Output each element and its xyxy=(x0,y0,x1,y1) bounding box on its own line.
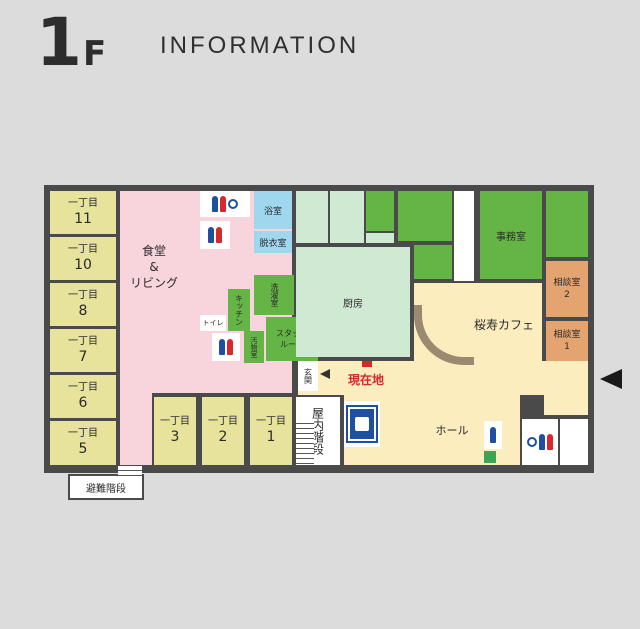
female-icon xyxy=(227,339,233,355)
restroom-small[interactable] xyxy=(212,333,240,361)
unit-number: 7 xyxy=(78,348,88,365)
room-consult-1-label: 相談室 1 xyxy=(553,330,581,352)
room-office[interactable]: 事務室 xyxy=(480,191,542,279)
room-consult-1[interactable]: 相談室 1 xyxy=(546,321,588,361)
unit-label: 一丁目 xyxy=(68,243,98,255)
restroom[interactable] xyxy=(200,221,230,249)
floor-suffix: F xyxy=(82,34,108,74)
unit-number: 3 xyxy=(170,429,180,445)
male-icon xyxy=(212,196,218,212)
unit-5[interactable]: 一丁目 5 xyxy=(50,421,116,465)
restroom-hall-green xyxy=(484,451,496,463)
unit-number: 10 xyxy=(74,256,92,273)
wheelchair-icon xyxy=(527,437,537,447)
room-consult-2[interactable]: 相談室 2 xyxy=(546,261,588,317)
unit-number: 2 xyxy=(218,429,228,445)
unit-number: 5 xyxy=(78,441,88,457)
unit-1[interactable]: 一丁目 1 xyxy=(250,397,292,465)
room-dining-label: 食堂 & リビング xyxy=(130,244,179,290)
room-storage-g xyxy=(546,191,588,257)
corridor-left xyxy=(120,393,152,465)
cafe-counter-curve xyxy=(414,305,474,365)
room-hall-label: ホール xyxy=(435,424,469,437)
room-bath[interactable]: 浴室 xyxy=(254,191,292,229)
floor-number-digit: 1 xyxy=(36,4,83,81)
male-icon xyxy=(539,434,545,450)
unit-number: 8 xyxy=(78,302,88,319)
unit-label: 一丁目 xyxy=(68,197,98,209)
male-icon xyxy=(219,339,225,355)
wheelchair-icon xyxy=(228,199,238,209)
unit-label: 一丁目 xyxy=(160,416,190,427)
room-entrance-label: 玄関 xyxy=(303,368,313,384)
corridor-right xyxy=(544,365,588,415)
restroom-accessible[interactable] xyxy=(200,191,250,217)
unit-2[interactable]: 一丁目 2 xyxy=(202,397,244,465)
stairs-steps-icon xyxy=(296,419,314,465)
evacuation-stairs-label: 避難階段 xyxy=(86,483,126,495)
you-are-here-label: 現在地 xyxy=(348,373,385,387)
room-entrance-hall[interactable] xyxy=(298,361,588,395)
room-toilet[interactable]: トイレ xyxy=(200,315,226,331)
unit-number: 1 xyxy=(266,429,276,445)
floor-number: 1F xyxy=(36,10,107,76)
room-storage-f xyxy=(414,245,452,279)
female-icon xyxy=(216,227,222,243)
unit-3[interactable]: 一丁目 3 xyxy=(154,397,196,465)
room-laundry-label: 洗濯室 xyxy=(270,283,279,307)
room-storage-c xyxy=(366,191,394,231)
unit-number: 6 xyxy=(78,394,88,411)
restroom-hall[interactable] xyxy=(484,421,502,449)
unit-label: 一丁目 xyxy=(256,416,286,427)
elevator-people-icon xyxy=(355,417,369,431)
room-staff-label: スタッフ ルーム xyxy=(276,329,308,349)
room-storage-b xyxy=(330,191,364,243)
evacuation-stairs[interactable]: 避難階段 xyxy=(68,474,144,500)
room-small-right xyxy=(560,419,588,465)
room-changing[interactable]: 脱衣室 xyxy=(254,231,292,253)
elevator-icon xyxy=(346,405,378,443)
room-kitchen[interactable]: 厨房 xyxy=(296,247,410,357)
entrance-direction-arrow-icon xyxy=(600,369,622,389)
unit-label: 一丁目 xyxy=(68,335,98,347)
evac-stairs-steps-icon xyxy=(118,466,142,476)
restroom-right-accessible[interactable] xyxy=(522,419,558,465)
room-entrance[interactable]: 玄関 xyxy=(298,361,318,391)
unit-label: 一丁目 xyxy=(208,416,238,427)
room-storage-a xyxy=(296,191,328,243)
room-dirty[interactable]: 汚物室 xyxy=(244,331,264,363)
room-kitchenette-label: キッチン xyxy=(234,294,244,326)
room-consult-2-label: 相談室 2 xyxy=(553,278,581,300)
male-icon xyxy=(208,227,214,243)
page-title: INFORMATION xyxy=(160,32,360,59)
room-kitchenette[interactable]: キッチン xyxy=(228,289,250,331)
female-icon xyxy=(547,434,553,450)
room-laundry[interactable]: 洗濯室 xyxy=(254,275,294,315)
room-storage-e xyxy=(398,191,452,241)
unit-label: 一丁目 xyxy=(68,381,98,393)
unit-number: 11 xyxy=(74,210,92,227)
elevator[interactable] xyxy=(344,401,380,447)
room-cafe-label: 桜寿カフェ xyxy=(473,317,534,332)
room-storage-d xyxy=(366,233,394,243)
room-dirty-label: 汚物室 xyxy=(250,336,258,358)
unit-label: 一丁目 xyxy=(68,428,98,439)
entrance-arrow-icon xyxy=(320,369,330,379)
male-icon xyxy=(490,427,496,443)
you-are-here-marker xyxy=(362,361,372,367)
indoor-stairs-label: 屋内階段 xyxy=(310,407,325,455)
unit-label: 一丁目 xyxy=(68,289,98,301)
passage-white xyxy=(454,191,474,281)
female-icon xyxy=(220,196,226,212)
